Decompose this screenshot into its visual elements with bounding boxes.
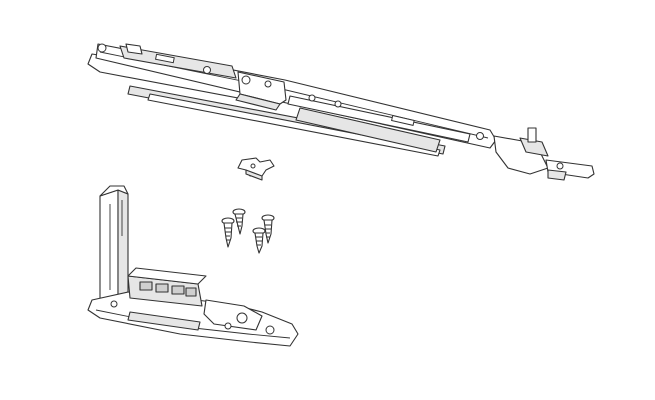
- arm-rivet-6: [334, 100, 342, 108]
- hinge-hole-2: [265, 325, 275, 335]
- long-scissor-arm: [87, 43, 595, 181]
- clip-side: [245, 169, 263, 181]
- arm-under-channel: [295, 107, 441, 153]
- clip-hole: [250, 163, 256, 169]
- hinge-tooth-3: [171, 285, 185, 295]
- arm-mid-riser-side: [235, 93, 281, 111]
- hinge-hole-3: [224, 322, 232, 330]
- hinge-post-groove: [109, 200, 123, 290]
- small-clip: [237, 157, 275, 181]
- arm-rivet-7: [476, 132, 484, 140]
- screw-3: [261, 214, 275, 244]
- hinge-tooth-1: [139, 281, 153, 291]
- arm-rivet-3: [241, 75, 251, 85]
- arm-right-foot: [547, 169, 567, 181]
- hinge-post-side: [117, 189, 129, 297]
- hinge-post-front: [99, 189, 119, 301]
- screw-4: [252, 227, 266, 254]
- screw-1: [232, 208, 246, 235]
- hinge-hole-1: [236, 312, 248, 324]
- hinge-post-cap: [99, 185, 129, 197]
- hinge-underside: [127, 311, 201, 331]
- hinge-raised-plate: [203, 299, 263, 331]
- arm-slot-2: [391, 114, 415, 126]
- screw-2: [221, 217, 235, 248]
- arm-rivet-2: [203, 66, 211, 74]
- corner-stay-hinge: [87, 185, 299, 347]
- arm-rivet-5: [308, 94, 316, 102]
- hinge-tooth-4: [185, 287, 197, 297]
- hinge-tooth-block-top: [127, 267, 207, 285]
- arm-left-block-top: [125, 43, 143, 55]
- arm-slot-1: [155, 53, 175, 64]
- arm-rivet-8: [556, 162, 564, 170]
- arm-right-post: [527, 127, 537, 143]
- hinge-hole-4: [110, 300, 118, 308]
- hinge-tooth-2: [155, 283, 169, 293]
- screws-group: [221, 208, 275, 254]
- arm-rivet-4: [264, 80, 272, 88]
- arm-rivet-1: [97, 43, 107, 53]
